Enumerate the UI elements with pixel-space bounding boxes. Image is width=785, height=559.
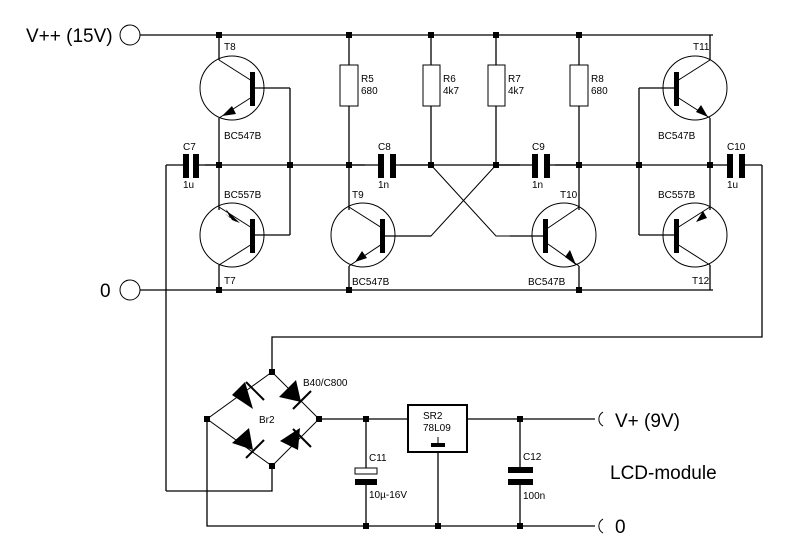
transistor-t8[interactable] [199, 35, 290, 210]
r5-ref: R5 [361, 74, 374, 85]
c9-value: 1n [532, 180, 543, 191]
capacitor-c10[interactable] [271, 154, 763, 372]
vplus-terminal[interactable] [598, 411, 604, 427]
transistor-t11[interactable] [639, 35, 728, 210]
capacitor-c9[interactable] [499, 154, 576, 178]
capacitor-c12[interactable] [508, 416, 533, 529]
capacitor-c7[interactable] [160, 154, 216, 491]
resistor-r6[interactable] [422, 35, 441, 165]
r7-value: 4k7 [508, 86, 525, 97]
c7-ref: C7 [183, 142, 196, 153]
gnd-label-bottom: 0 [615, 517, 626, 538]
t8-type: BC547B [224, 131, 262, 142]
t10-ref: T10 [560, 190, 578, 201]
r8-value: 680 [591, 86, 608, 97]
transistor-t7[interactable] [199, 88, 291, 290]
t11-ref: T11 [693, 42, 710, 53]
voltage-regulator-sr2[interactable] [407, 404, 595, 529]
r8-ref: R8 [591, 74, 604, 85]
c10-ref: C10 [727, 142, 746, 153]
gnd-terminal-top[interactable] [119, 279, 141, 301]
t12-ref: T12 [692, 276, 710, 287]
c12-value: 100n [523, 491, 545, 502]
t7-type: BC557B [224, 190, 262, 201]
t9-ref: T9 [352, 190, 364, 201]
ground-return-wire [206, 419, 595, 527]
gnd-label-top: 0 [100, 281, 111, 302]
ac-input-wire [166, 466, 273, 492]
r6-value: 4k7 [443, 86, 460, 97]
gnd-terminal-bottom[interactable] [598, 518, 604, 534]
capacitor-c11[interactable] [354, 416, 378, 529]
vpp-label: V++ (15V) [26, 26, 113, 47]
t9-type: BC547B [352, 277, 390, 288]
bridge-type: B40/C800 [303, 378, 348, 389]
regulator-ref: SR2 [423, 411, 443, 422]
t8-ref: T8 [224, 42, 236, 53]
resistor-r7[interactable] [487, 35, 506, 165]
r7-ref: R7 [508, 74, 521, 85]
lcd-module-label: LCD-module [610, 463, 717, 484]
c8-value: 1n [378, 180, 389, 191]
c10-value: 1u [727, 180, 738, 191]
r5-value: 680 [361, 86, 378, 97]
t7-ref: T7 [224, 276, 236, 287]
vplus-label: V+ (9V) [615, 411, 680, 432]
c8-ref: C8 [378, 142, 391, 153]
cross-coupling-wires [395, 164, 510, 237]
c9-ref: C9 [532, 142, 545, 153]
t10-type: BC547B [528, 277, 566, 288]
c11-ref: C11 [369, 453, 387, 464]
transistor-t10[interactable] [510, 202, 597, 290]
transistor-t9[interactable] [330, 202, 431, 290]
t11-type: BC547B [658, 131, 696, 142]
resistor-r8[interactable] [569, 35, 589, 210]
bridge-ref: Br2 [259, 415, 275, 426]
c7-value: 1u [183, 180, 194, 191]
regulator-type: 78L09 [423, 423, 451, 434]
vpp-terminal[interactable] [119, 24, 141, 46]
resistor-r5[interactable] [339, 35, 359, 210]
c11-value: 10µ-16V [369, 490, 407, 501]
c12-ref: C12 [523, 452, 542, 463]
t12-type: BC557B [658, 190, 696, 201]
r6-ref: R6 [443, 74, 456, 85]
capacitor-c8[interactable] [352, 154, 428, 178]
transistor-t12[interactable] [638, 88, 728, 290]
